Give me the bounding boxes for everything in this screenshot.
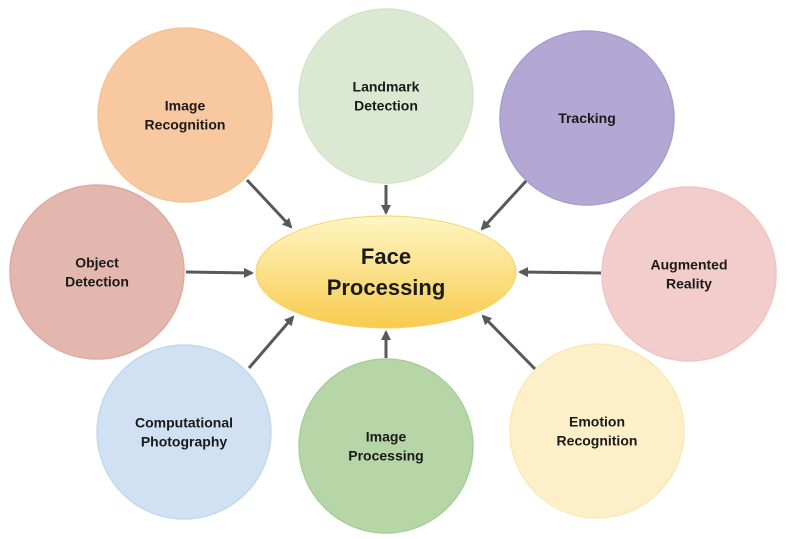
emotion-recognition-label-line-1: Emotion [569,414,625,430]
landmark-detection-label-line-2: Detection [354,98,418,114]
topic-nodes: ImageRecognitionLandmarkDetectionTrackin… [9,8,777,534]
object-detection-circle [9,184,185,360]
arrow-object-detection [185,267,254,278]
arrow-image-recognition [245,178,293,229]
augmented-reality-label-line-2: Reality [666,276,712,292]
image-recognition-label-line-2: Recognition [145,117,226,133]
arrow-augmented-reality [518,267,602,278]
emotion-recognition-label-line-2: Recognition [557,433,638,449]
emotion-recognition-circle [509,343,685,519]
image-processing-circle [298,358,474,534]
image-recognition-circle [97,27,273,203]
tracking-circle [499,30,675,206]
center-label-line-2: Processing [327,275,446,300]
arrow-emotion-recognition [481,314,537,371]
image-processing-label-line-1: Image [366,429,407,445]
augmented-reality-label-line-1: Augmented [651,257,728,273]
computational-photography-label-line-2: Photography [141,434,228,450]
landmark-detection-circle [298,8,474,184]
arrow-computational-photography [247,315,295,369]
landmark-detection-label-line-1: Landmark [353,79,420,95]
arrow-tracking [480,178,529,231]
augmented-reality-circle [601,186,777,362]
image-processing-label-line-2: Processing [348,448,423,464]
center-label-line-1: Face [361,244,411,269]
tracking-label-line-1: Tracking [558,110,616,126]
node-tracking: Tracking [499,30,675,206]
connector-arrows [185,178,602,371]
center-ellipse [255,215,517,329]
object-detection-label-line-2: Detection [65,274,129,290]
computational-photography-circle [96,344,272,520]
computational-photography-label-line-1: Computational [135,415,233,431]
object-detection-label-line-1: Object [75,255,119,271]
image-recognition-label-line-1: Image [165,98,206,114]
